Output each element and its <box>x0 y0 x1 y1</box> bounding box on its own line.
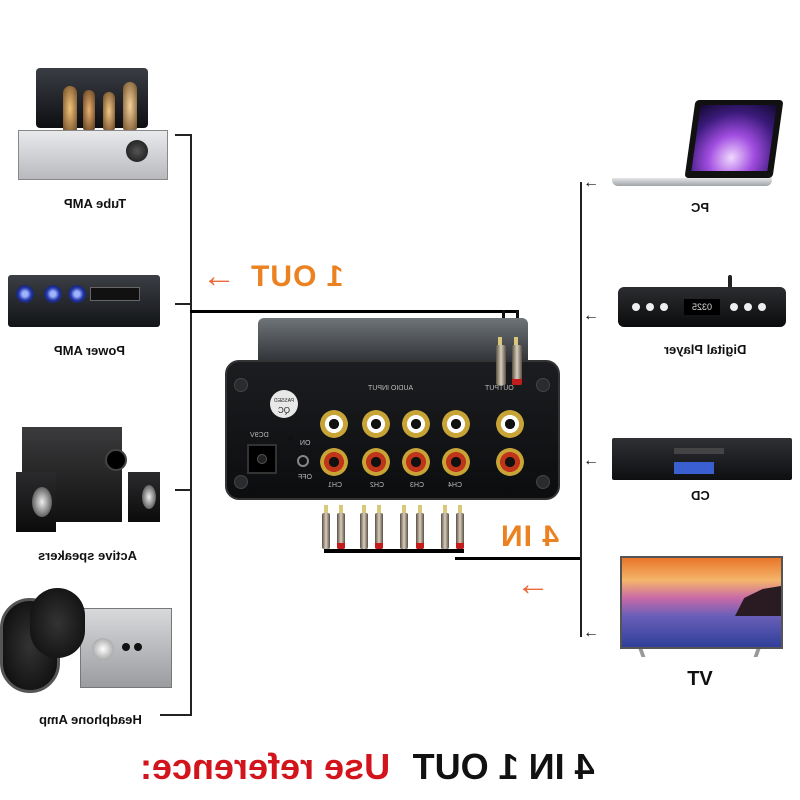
power-led <box>288 436 294 442</box>
arrow-cd: ← <box>583 452 599 469</box>
audio-input-label: AUDIO INPUT <box>368 385 414 392</box>
power-label: DC9V <box>250 432 269 439</box>
arrow-pc: ← <box>583 174 599 191</box>
one-out-label: 1 OUT <box>250 260 344 293</box>
cd-player-image <box>612 438 792 483</box>
diagram-title: 4 IN 1 OUT Use reference: <box>140 746 660 792</box>
digital-player-image: 0325 <box>618 275 788 330</box>
output-bus-line <box>190 134 192 716</box>
title-main: 4 IN 1 OUT <box>412 746 595 787</box>
ch2-right-jack[interactable] <box>362 448 390 476</box>
output-right-jack[interactable] <box>496 448 524 476</box>
active-speakers-label: Active speakers <box>38 548 138 563</box>
laptop-image <box>612 100 784 190</box>
connector-tube-amp <box>175 134 191 136</box>
digital-player-display: 0325 <box>691 302 713 312</box>
headphone-amp-label: Headphone Amp <box>38 712 142 727</box>
ch3-right-jack[interactable] <box>402 448 430 476</box>
power-amp-image <box>8 275 160 333</box>
connector-headphone-amp <box>160 714 191 716</box>
output-left-jack[interactable] <box>496 410 524 438</box>
tv-label: TV <box>687 668 713 690</box>
output-rca-plug <box>496 337 506 385</box>
channel-label: CH4 <box>448 482 463 489</box>
channel-label: CH1 <box>328 482 343 489</box>
output-arrow-icon: ← <box>202 257 236 295</box>
headphone-amp-image <box>0 588 175 700</box>
arrow-tv: ← <box>583 624 599 641</box>
connector-active-speakers <box>175 489 191 491</box>
dc-power-jack[interactable] <box>247 444 277 474</box>
tv-image <box>620 556 785 661</box>
arrow-digital-player: ← <box>583 307 599 324</box>
ch2-left-jack[interactable] <box>362 410 390 438</box>
tube-amp-image <box>18 68 168 186</box>
ch1-left-jack[interactable] <box>320 410 348 438</box>
qc-badge: PASSED QC <box>270 390 298 418</box>
input-arrow-icon: ← <box>516 565 550 603</box>
channel-label: CH3 <box>410 482 425 489</box>
digital-player-label: Digital Player <box>663 342 747 357</box>
ch1-right-jack[interactable] <box>320 448 348 476</box>
power-toggle-switch[interactable] <box>297 455 309 467</box>
ch4-right-jack[interactable] <box>442 448 470 476</box>
output-cable <box>190 310 518 313</box>
channel-label: CH2 <box>370 482 385 489</box>
output-rca-plug <box>512 337 522 385</box>
pc-label: PC <box>690 200 710 215</box>
ch4-left-jack[interactable] <box>442 410 470 438</box>
connector-power-amp <box>175 303 191 305</box>
ch3-left-jack[interactable] <box>402 410 430 438</box>
input-bus-line <box>580 182 582 637</box>
input-cable <box>455 557 580 560</box>
tube-amp-label: Tube AMP <box>63 196 127 211</box>
four-in-label: 4 IN <box>500 520 560 553</box>
active-speakers-image <box>10 427 160 537</box>
power-amp-label: Power AMP <box>54 343 126 358</box>
cd-label: CD <box>690 488 710 503</box>
output-section-label: OUTPUT <box>485 385 514 392</box>
title-prefix: Use reference: <box>140 746 391 787</box>
